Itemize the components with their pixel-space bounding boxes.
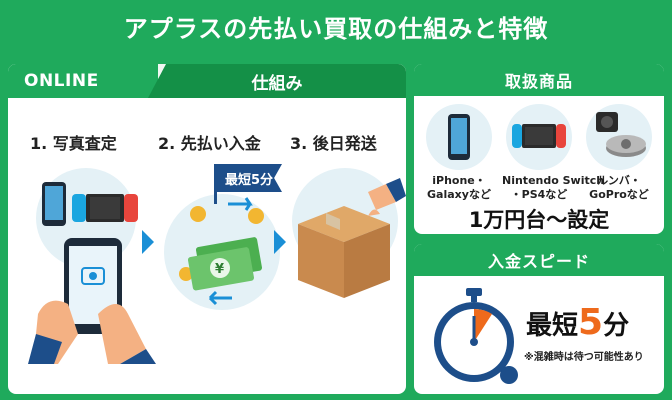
fastest-badge: 最短5分 <box>216 164 282 192</box>
game-console-icon <box>506 104 572 170</box>
products-card: 取扱商品 iPhone・Galaxyなど Nintendo Switch・PS4… <box>414 64 664 234</box>
mechanism-label: 仕組み <box>148 64 406 98</box>
product-console-line2: ・PS4など <box>510 188 568 201</box>
box-delivery-icon <box>298 178 406 298</box>
product-phone-line2: Galaxyなど <box>427 188 491 201</box>
svg-text:¥: ¥ <box>215 262 224 277</box>
product-console-line1: Nintendo Switch <box>502 174 605 187</box>
speed-header: 入金スピード <box>414 244 664 276</box>
arrow-right-icon-2 <box>274 230 286 254</box>
speed-card: 入金スピード 最短5分 ※混雑時は待つ可能性あり <box>414 244 664 394</box>
product-gadget-line1: ルンバ・ <box>597 174 641 187</box>
product-phone: iPhone・Galaxyなど <box>422 104 496 202</box>
speed-note: ※混雑時は待つ可能性あり <box>524 352 644 363</box>
step-2-label: 2. 先払い入金 <box>158 134 261 153</box>
speed-prefix: 最短 <box>526 311 579 341</box>
money-yen-icon: ¥ <box>179 197 264 306</box>
product-phone-line1: iPhone・ <box>432 174 486 187</box>
product-console: Nintendo Switch・PS4など <box>502 104 604 202</box>
mechanism-card: ONLINE 仕組み 1. 写真査定 2. 先払い入金 3. 後日発送 最短5分… <box>8 64 406 394</box>
flag-pole <box>214 164 217 204</box>
arrow-right-icon <box>142 230 154 254</box>
step-3-label: 3. 後日発送 <box>290 134 377 153</box>
products-header: 取扱商品 <box>414 64 664 96</box>
phone-photo-icon <box>28 182 156 364</box>
step-1-label: 1. 写真査定 <box>30 134 117 153</box>
phone-icon <box>426 104 492 170</box>
product-gadget: ルンバ・GoProなど <box>582 104 656 202</box>
product-gadget-line2: GoProなど <box>589 188 649 201</box>
robot-camera-icon <box>586 104 652 170</box>
speed-unit: 分 <box>603 311 630 341</box>
online-label: ONLINE <box>8 64 158 98</box>
speed-value: 最短5分 <box>526 302 629 343</box>
page-title: アプラスの先払い買取の仕組みと特徴 <box>123 14 549 43</box>
price-range: 1万円台〜設定 <box>468 208 610 232</box>
stopwatch-icon <box>434 288 518 384</box>
speed-number: 5 <box>578 302 604 343</box>
